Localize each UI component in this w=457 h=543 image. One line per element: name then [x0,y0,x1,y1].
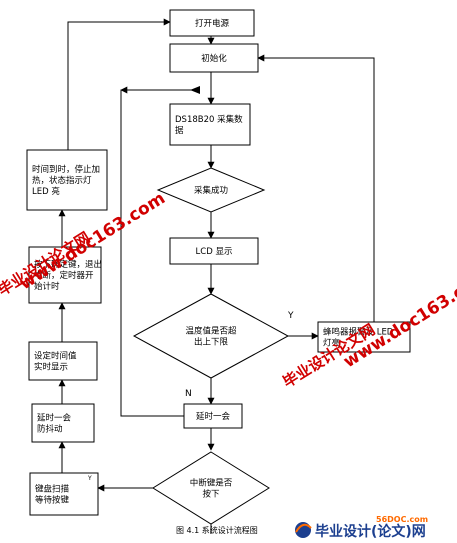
node-collect-ok: 采集成功 [156,167,266,213]
decision-diamond [156,167,266,213]
node-label-line: 热，状态指示灯 [32,175,92,186]
node-box [169,103,251,146]
node-label-line: 据 [175,125,184,136]
label-yes: Y [287,311,294,321]
decision-diamond [132,293,290,379]
node-label-line: 打开电源 [195,18,230,29]
edge-delay-loop [120,89,200,417]
node-label-line: 时间到时，停止加 [32,164,100,175]
edge-alarm-init [257,54,375,322]
node-label-line: 防抖动 [37,424,63,435]
node-label-line: 实时显示 [34,362,68,373]
node-label-line: 等待按键 [35,495,70,506]
node-label-line: 延时一会 [196,411,231,422]
node-box [28,246,102,304]
label-int-yes: Y [87,475,92,482]
node-box [26,149,108,211]
logo-mark-swoosh-icon [295,523,312,533]
logo-brand-text: 毕业设计(论文)网 [315,523,426,540]
node-lcd: LCD 显示 [169,237,259,265]
site-logo: 56DOC.com 毕业设计(论文)网 [295,515,428,540]
node-label-line: 按下 [202,489,220,500]
loop-arrowhead [190,86,200,94]
node-delay-main: 延时一会 [183,403,243,429]
node-box [317,321,411,353]
node-label-line: 中断键是否 [190,478,233,489]
node-label-line: 延时一会 [37,413,72,424]
node-label-line: 始计时 [34,281,60,292]
node-label-line: 按下确定键，退出 [34,259,102,270]
node-box [28,341,98,381]
node-init: 初始化 [169,43,259,73]
node-label-line: 初始化 [201,53,227,64]
node-box [183,403,243,429]
logo-site-text: 56DOC.com [376,515,428,524]
label-no: N [185,389,192,399]
node-box [169,237,259,265]
edges [58,18,375,534]
node-box [29,472,99,516]
node-box [169,43,259,73]
node-label-line: DS18B20 采集数 [175,114,243,125]
node-label-line: 采集成功 [194,185,228,196]
decision-diamond [152,451,270,525]
figure-caption: 图 4.1 系统设计流程图 [176,525,258,535]
node-label-line: 灯亮 [323,338,340,349]
node-label-line: 键盘扫描 [35,484,70,495]
edge-timeup-power [67,18,171,150]
node-label-line: LCD 显示 [196,247,233,257]
node-label-line: 蜂鸣器报警及 LED [323,327,394,338]
node-label-line: 设定时间值 [34,351,77,362]
node-label-line: 出上下限 [194,337,229,348]
node-box [31,403,95,443]
watermark-url-right: www.doc163.com [340,266,457,372]
node-label-line: LED 亮 [32,186,60,197]
node-label-line: 温度值是否超 [185,326,237,337]
node-box [169,9,255,37]
node-label-line: 中断，定时器开 [34,270,94,281]
node-power-on: 打开电源 [169,9,255,37]
